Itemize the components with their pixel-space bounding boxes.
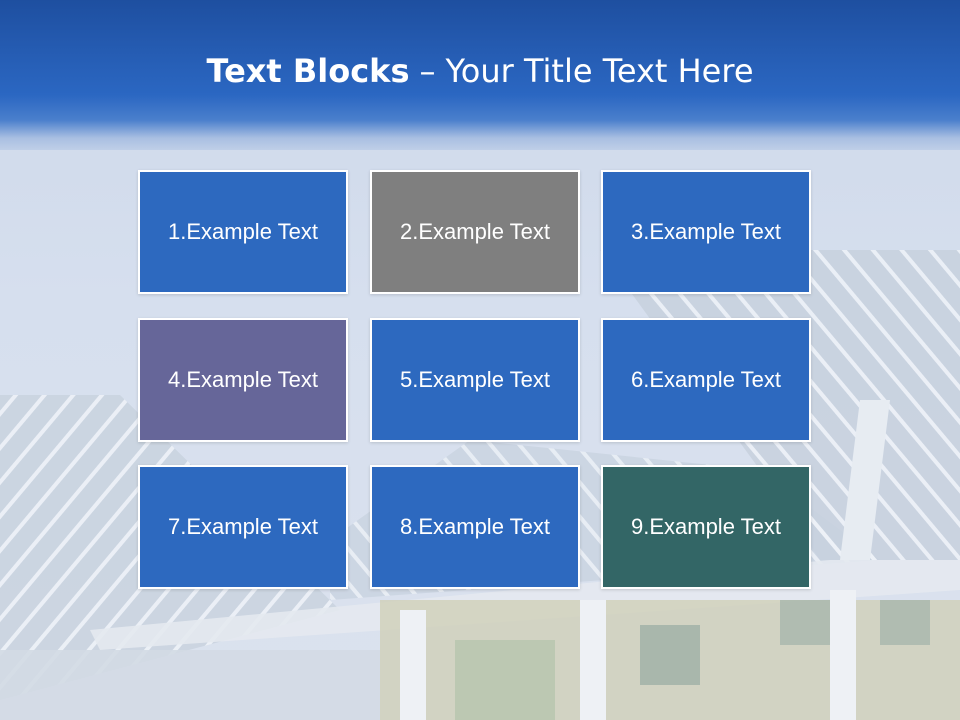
text-block-4[interactable]: 4.Example Text xyxy=(138,318,348,442)
text-block-3[interactable]: 3.Example Text xyxy=(601,170,811,294)
text-block-grid: 1.Example Text 2.Example Text 3.Example … xyxy=(138,170,816,594)
title-separator: – xyxy=(419,52,436,90)
text-block-6[interactable]: 6.Example Text xyxy=(601,318,811,442)
text-block-2[interactable]: 2.Example Text xyxy=(370,170,580,294)
text-block-5[interactable]: 5.Example Text xyxy=(370,318,580,442)
text-block-7[interactable]: 7.Example Text xyxy=(138,465,348,589)
title-bold-part: Text Blocks xyxy=(206,52,410,90)
page-title: Text Blocks–Your Title Text Here xyxy=(0,52,960,90)
text-block-1[interactable]: 1.Example Text xyxy=(138,170,348,294)
text-block-9[interactable]: 9.Example Text xyxy=(601,465,811,589)
title-rest: Your Title Text Here xyxy=(445,52,754,90)
text-block-8[interactable]: 8.Example Text xyxy=(370,465,580,589)
header-band xyxy=(0,0,960,150)
